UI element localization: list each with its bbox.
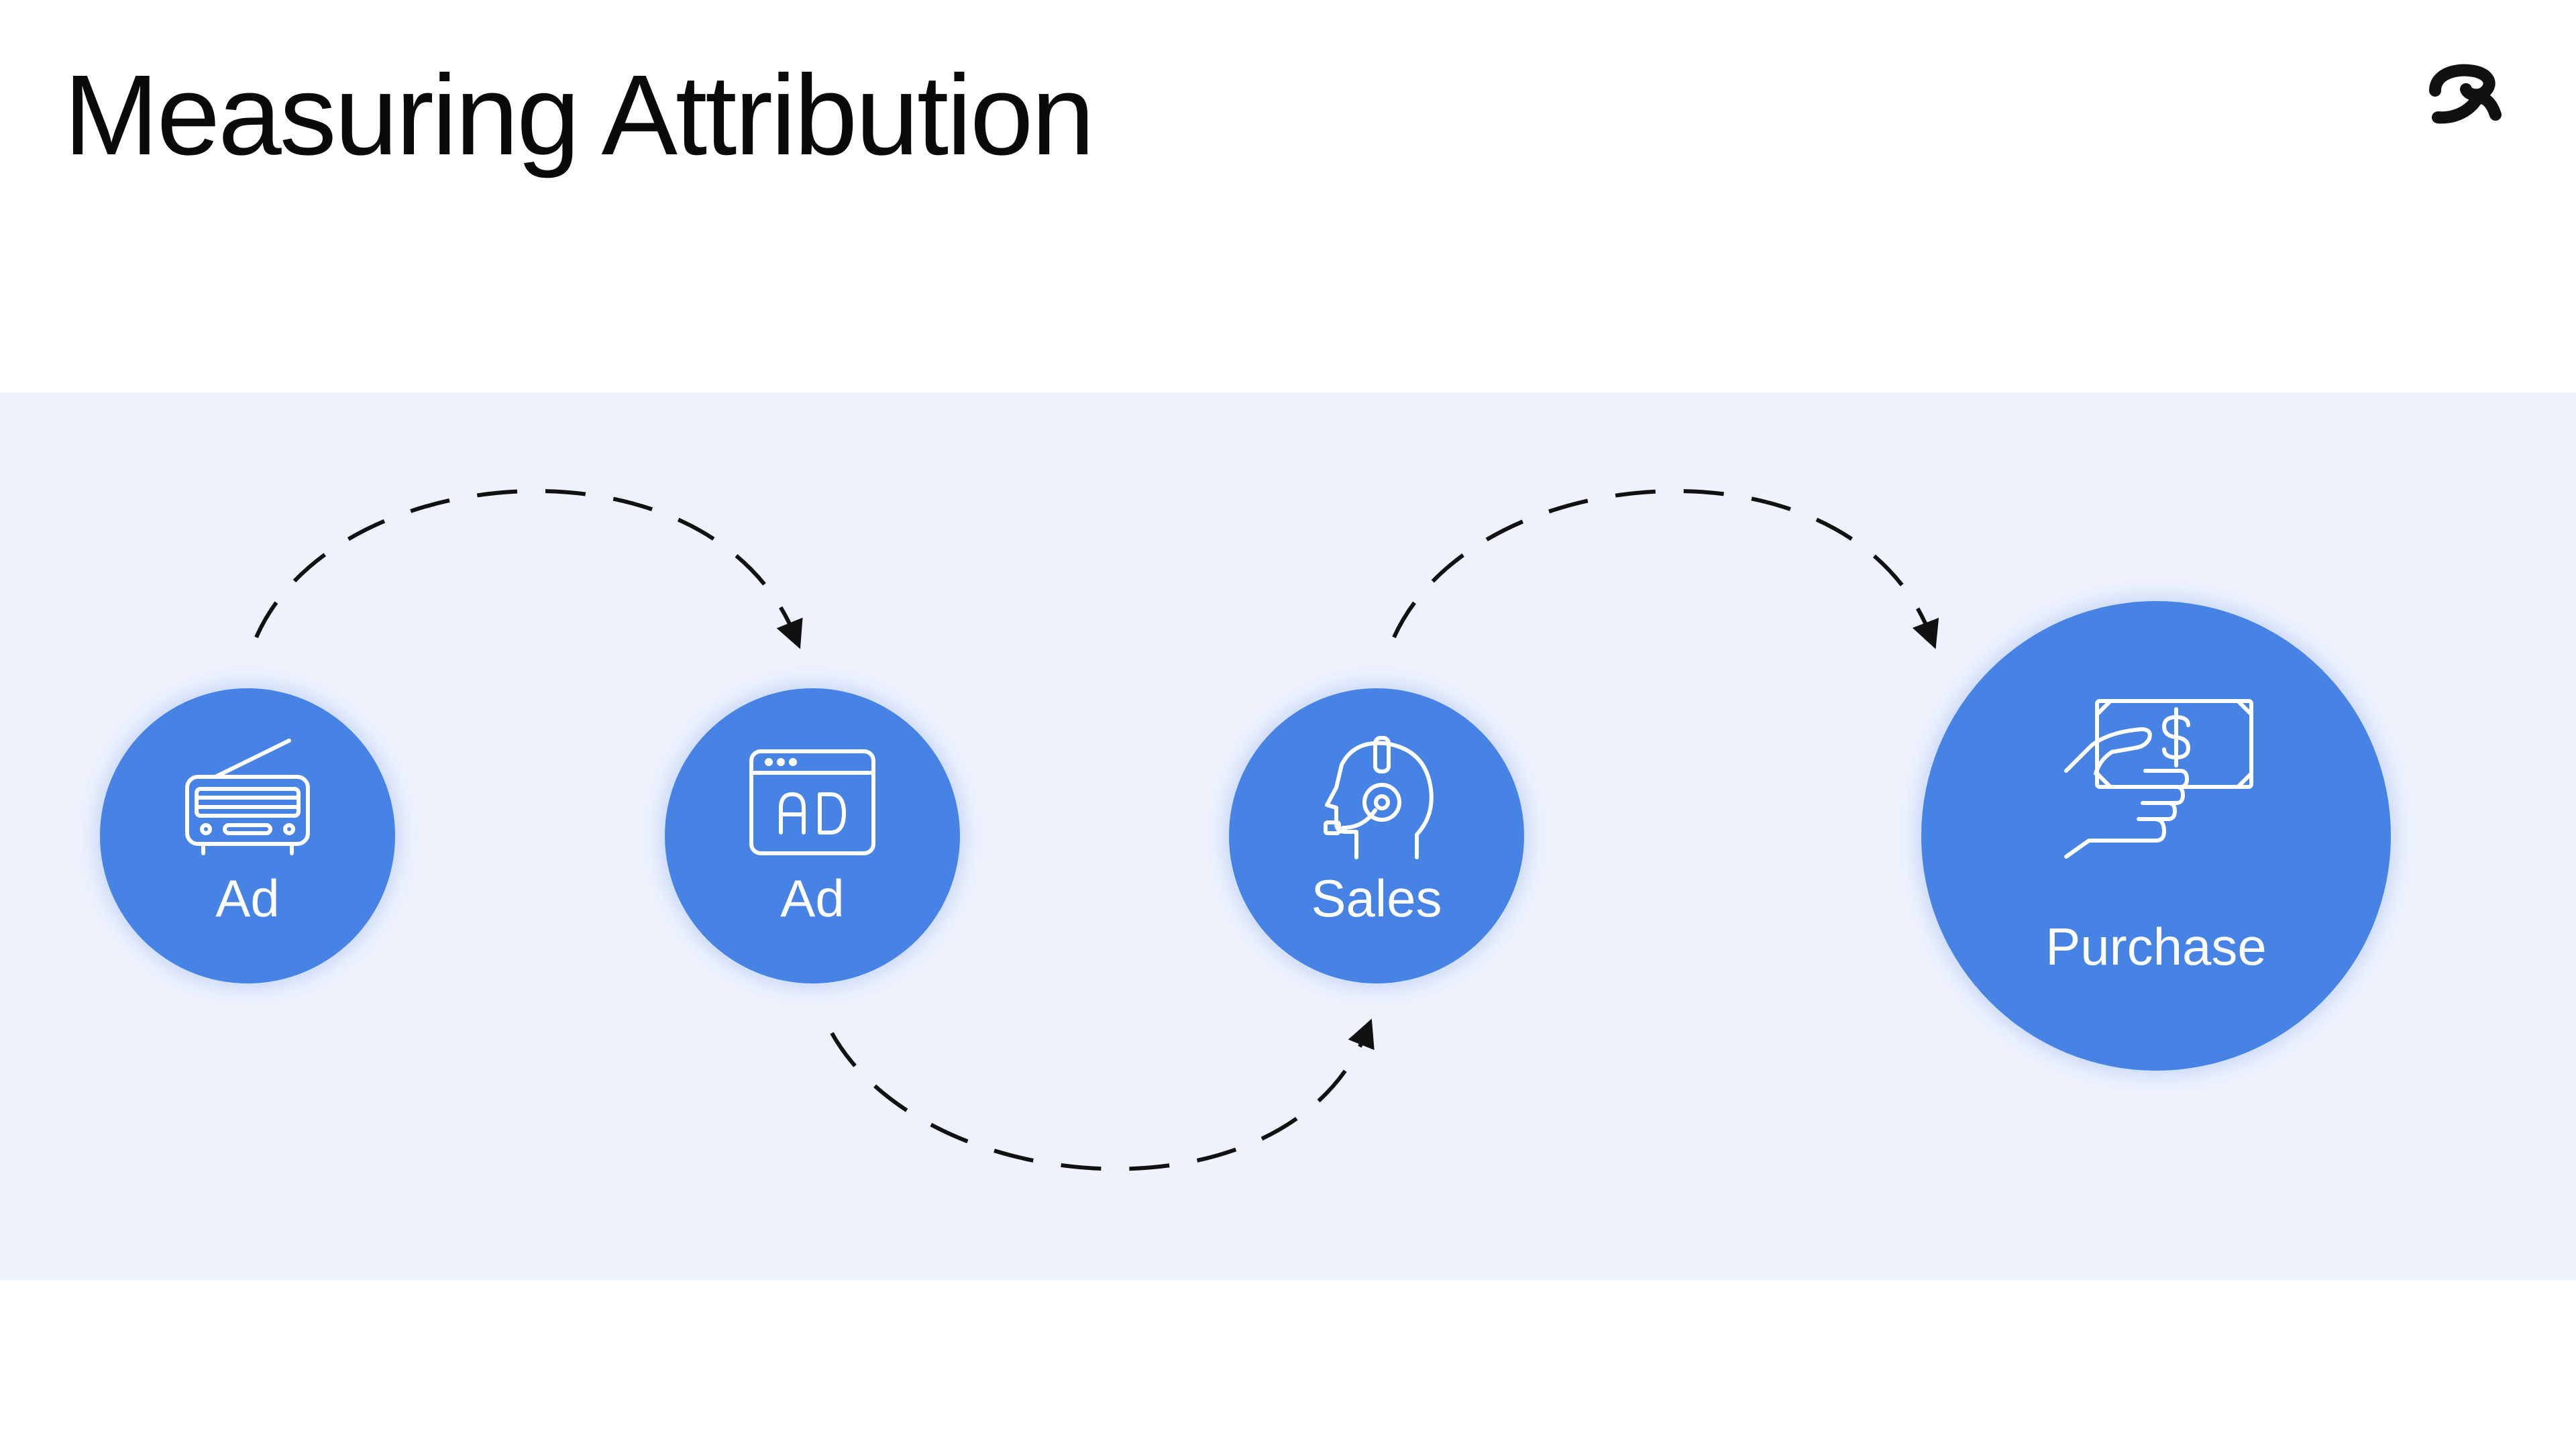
headset-agent-icon [1324, 736, 1434, 859]
page-title: Measuring Attribution [64, 52, 1095, 179]
node-purchase: Purchase [1921, 601, 2391, 1071]
node-radio-ad: Ad [100, 688, 395, 983]
node-web-ad: Ad [665, 688, 960, 983]
node-sales: Sales [1229, 688, 1524, 983]
node-label: Ad [780, 869, 845, 928]
node-label: Ad [215, 869, 280, 928]
connector-arc-1 [254, 488, 803, 649]
connector-arc-2 [830, 1018, 1375, 1171]
node-label: Sales [1311, 869, 1442, 928]
radio-icon [185, 739, 310, 855]
connector-arc-3 [1392, 488, 1939, 649]
hand-money-icon [2064, 699, 2253, 859]
web-ad-icon [749, 749, 875, 855]
brand-logo-icon [2429, 64, 2502, 124]
node-label: Purchase [2045, 917, 2267, 976]
